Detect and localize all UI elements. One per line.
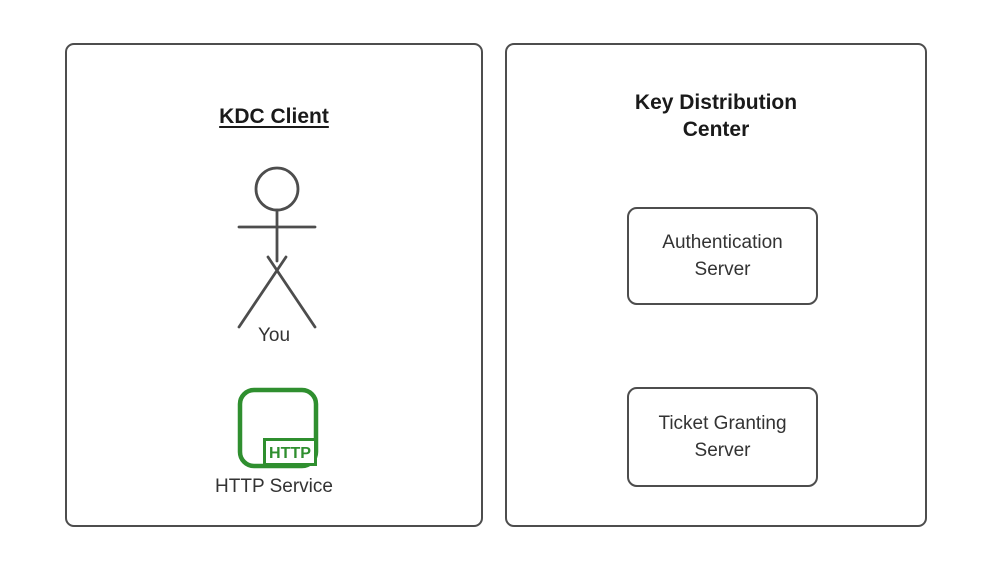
key-distribution-center-panel: Key Distribution Center Authentication S…	[505, 43, 927, 527]
authentication-server-label: Authentication Server	[662, 232, 783, 280]
http-badge-text: HTTP	[269, 445, 311, 462]
actor-label: You	[257, 325, 291, 346]
http-service-icon: HTTP	[237, 387, 319, 469]
kdc-client-title: KDC Client	[219, 105, 329, 128]
stick-figure-actor-icon	[237, 166, 317, 329]
http-service-label: HTTP Service	[215, 476, 333, 497]
key-distribution-center-title-text: Key Distribution Center	[634, 91, 798, 141]
authentication-server-box: Authentication Server	[627, 207, 818, 305]
kdc-client-panel: KDC Client You HTTP HTTP Service	[65, 43, 483, 527]
key-distribution-center-title: Key Distribution Center	[507, 89, 925, 143]
ticket-granting-server-label: Ticket Granting Server	[658, 413, 787, 461]
ticket-granting-server-box: Ticket Granting Server	[627, 387, 818, 487]
